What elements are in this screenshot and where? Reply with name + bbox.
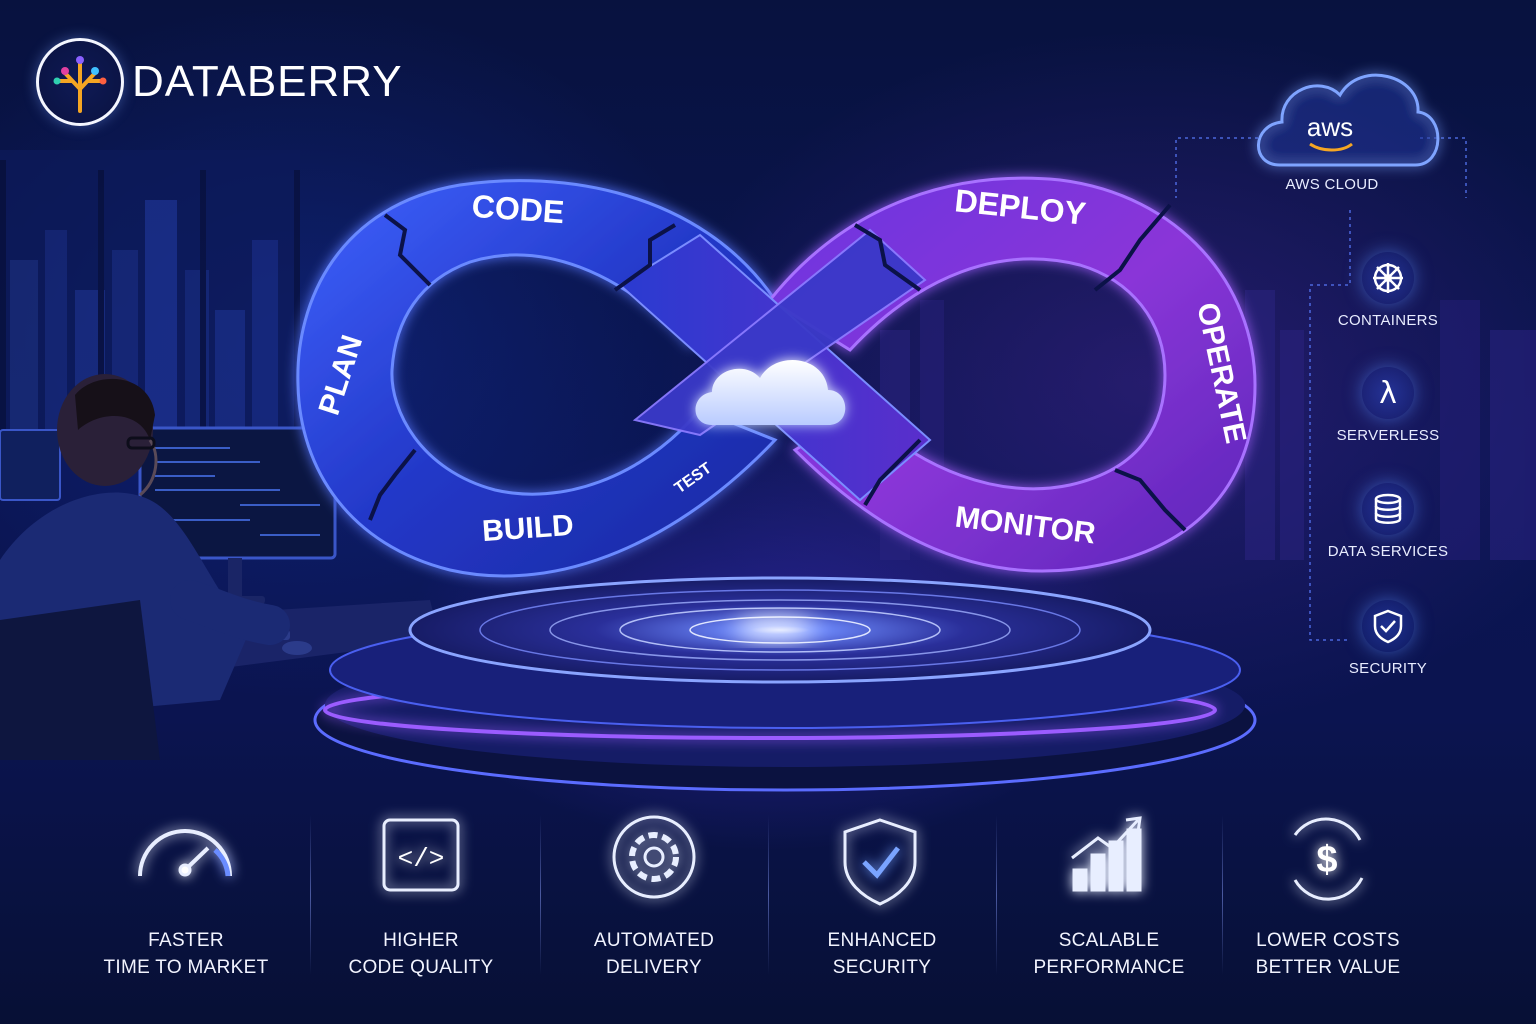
benefit-line-1: FASTER: [148, 930, 224, 951]
benefit-line-2: SECURITY: [832, 957, 932, 978]
dollar-cycle-icon: $: [1293, 817, 1364, 901]
benefit-line-1: SCALABLE: [1058, 930, 1160, 951]
tree-logo-icon: [36, 38, 124, 126]
benefit-line-2: CODE QUALITY: [348, 957, 494, 978]
kubernetes-helm-icon: [1362, 252, 1414, 304]
speedometer-icon: [138, 829, 232, 877]
benefit-automated-delivery: AUTOMATED DELIVERY: [554, 915, 754, 981]
stage-build: BUILD: [481, 509, 575, 548]
service-label: SERVERLESS: [1336, 427, 1440, 444]
growth-chart-icon: [1071, 816, 1142, 892]
benefit-line-2: BETTER VALUE: [1255, 957, 1401, 978]
benefit-label: LOWER COSTS BETTER VALUE: [1228, 927, 1428, 981]
service-serverless: λ SERVERLESS: [1308, 367, 1468, 444]
benefit-line-1: HIGHER: [383, 930, 459, 951]
service-security: SECURITY: [1308, 600, 1468, 677]
brand-logo: DATABERRY: [36, 38, 403, 126]
svg-text:$: $: [1316, 839, 1337, 881]
benefit-line-1: AUTOMATED: [593, 930, 715, 951]
aws-smile-icon: [1309, 142, 1353, 152]
service-data-services: DATA SERVICES: [1308, 483, 1468, 560]
shield-check-icon: [843, 818, 917, 906]
shield-check-icon: [1362, 600, 1414, 652]
divider: [310, 815, 311, 975]
svg-text:</>: </>: [398, 844, 445, 874]
service-label: DATA SERVICES: [1327, 543, 1449, 560]
hologram-platform: [313, 576, 1257, 792]
benefit-line-1: LOWER COSTS: [1256, 930, 1400, 951]
devops-infinity-loop: [296, 176, 1257, 625]
database-icon: [1362, 483, 1414, 535]
data-beam: [739, 430, 813, 625]
benefit-line-2: PERFORMANCE: [1033, 957, 1185, 978]
benefit-icons: </> $: [138, 815, 1364, 906]
service-label: CONTAINERS: [1337, 312, 1439, 329]
code-icon: </>: [382, 818, 460, 892]
benefit-line-2: TIME TO MARKET: [103, 957, 269, 978]
benefit-label: AUTOMATED DELIVERY: [554, 927, 754, 981]
benefit-label: FASTER TIME TO MARKET: [86, 927, 286, 981]
service-containers: CONTAINERS: [1308, 252, 1468, 329]
benefit-label: ENHANCED SECURITY: [782, 927, 982, 981]
gear-icon: [612, 815, 696, 899]
stage-code: CODE: [471, 188, 566, 230]
divider: [996, 815, 997, 975]
lambda-icon: λ: [1362, 367, 1414, 419]
svg-text:λ: λ: [1379, 376, 1397, 411]
service-aws-cloud: AWS CLOUD: [1252, 176, 1412, 193]
benefit-lower-costs: LOWER COSTS BETTER VALUE: [1228, 915, 1428, 981]
aws-logo-text: aws: [1307, 112, 1353, 142]
benefit-enhanced-security: ENHANCED SECURITY: [782, 915, 982, 981]
benefit-line-2: DELIVERY: [605, 957, 703, 978]
aws-cloud-outline: [1257, 73, 1440, 167]
benefit-label: SCALABLE PERFORMANCE: [1009, 927, 1209, 981]
benefit-faster-time-to-market: FASTER TIME TO MARKET: [86, 915, 286, 981]
service-label: AWS CLOUD: [1285, 176, 1379, 193]
divider: [1222, 815, 1223, 975]
benefit-line-1: ENHANCED: [827, 930, 937, 951]
benefit-higher-code-quality: HIGHER CODE QUALITY: [321, 915, 521, 981]
divider: [540, 815, 541, 975]
brand-name: DATABERRY: [132, 57, 403, 106]
cloud-icon: [695, 359, 846, 425]
benefit-scalable-performance: SCALABLE PERFORMANCE: [1009, 915, 1209, 981]
benefit-label: HIGHER CODE QUALITY: [321, 927, 521, 981]
divider: [768, 815, 769, 975]
developer-workspace: [0, 374, 440, 760]
service-label: SECURITY: [1348, 660, 1428, 677]
